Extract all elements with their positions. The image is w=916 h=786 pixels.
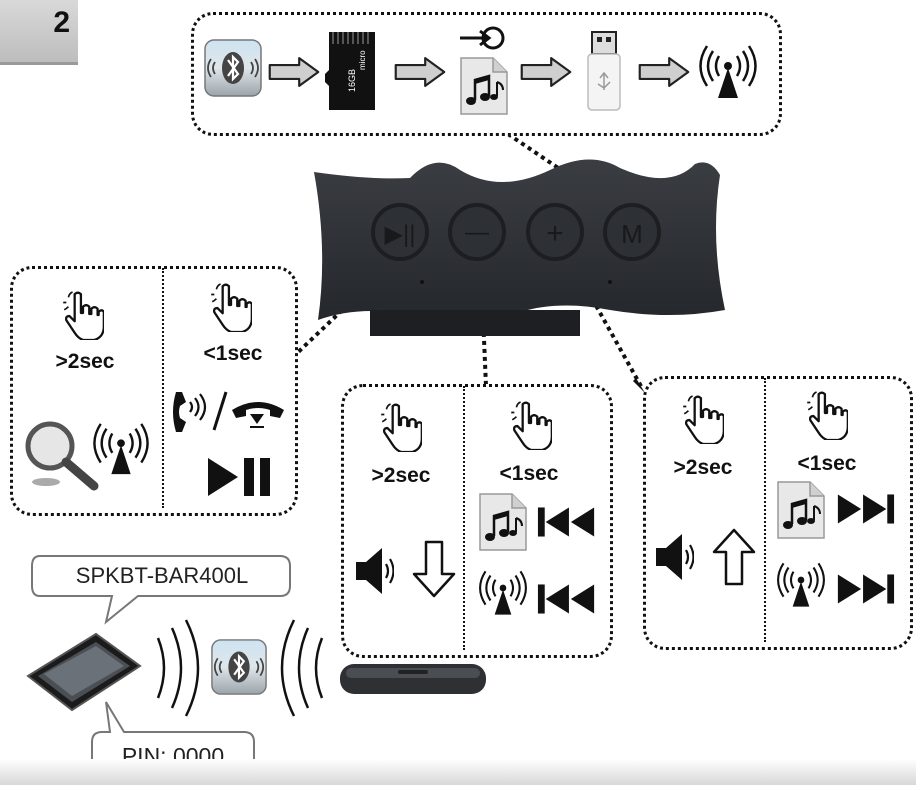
panel-divider <box>463 386 465 650</box>
long-press-label: >2sec <box>55 350 115 373</box>
hand-press-icon <box>210 282 252 332</box>
device-name-bubble-shape <box>31 555 291 625</box>
radio-signal-icon <box>478 568 528 618</box>
radio-signal-icon <box>92 420 150 478</box>
aux-in-icon <box>460 26 505 50</box>
hand-press-icon <box>682 394 724 444</box>
signal-waves-right <box>156 619 200 717</box>
sd-capacity: 16GB <box>347 69 357 92</box>
phone-call-icon <box>173 391 284 432</box>
device-buttons <box>371 203 661 261</box>
hand-press-icon <box>62 290 104 340</box>
sd-card-icon: 16GB micro <box>325 32 375 110</box>
volume-up-icon <box>654 532 694 582</box>
device-name-label: SPKBT-BAR400L <box>75 563 249 588</box>
next-track-icon <box>834 492 896 526</box>
volume-down-icon <box>354 546 394 596</box>
next-track-icon <box>834 572 896 606</box>
step-number: 2 <box>53 6 70 39</box>
play-pause-icon <box>208 458 270 496</box>
arrow-icon <box>268 56 320 88</box>
radio-signal-icon <box>698 42 758 102</box>
short-press-label: <1sec <box>797 452 857 475</box>
signal-waves-left <box>280 619 324 717</box>
play-button-symbol: ▶|| <box>385 221 416 248</box>
previous-track-icon <box>536 505 598 539</box>
speaker-bar-icon <box>340 664 486 694</box>
plus-button-symbol: + <box>546 217 564 250</box>
music-file-icon <box>776 480 826 540</box>
short-press-label: <1sec <box>203 342 263 365</box>
down-arrow-icon <box>412 540 456 598</box>
hand-press-icon <box>380 402 422 452</box>
step-tab: 2 <box>0 0 78 65</box>
music-file-icon <box>459 56 509 116</box>
usb-drive-icon <box>587 31 621 111</box>
long-press-label: >2sec <box>371 464 431 487</box>
arrow-icon <box>520 56 572 88</box>
panel-divider <box>764 378 766 642</box>
arrow-icon <box>638 56 690 88</box>
panel-divider <box>162 268 164 508</box>
mode-button-symbol: M <box>621 219 643 249</box>
hand-press-icon <box>806 390 848 440</box>
bottom-shade <box>0 759 916 785</box>
previous-track-icon <box>536 582 598 616</box>
tablet-icon <box>26 632 142 712</box>
hand-press-icon <box>510 400 552 450</box>
arrow-icon <box>394 56 446 88</box>
up-arrow-icon <box>712 528 756 586</box>
speaker-bar-top-view: ▶|| — + M <box>314 159 725 336</box>
long-press-label: >2sec <box>673 456 733 479</box>
radio-signal-icon <box>776 560 826 610</box>
music-file-icon <box>478 492 528 552</box>
bluetooth-icon <box>210 638 268 696</box>
short-press-label: <1sec <box>499 462 559 485</box>
search-icon <box>25 421 99 491</box>
minus-button-symbol: — <box>465 219 489 246</box>
sd-brand: micro <box>358 50 367 70</box>
bluetooth-icon <box>203 38 263 98</box>
